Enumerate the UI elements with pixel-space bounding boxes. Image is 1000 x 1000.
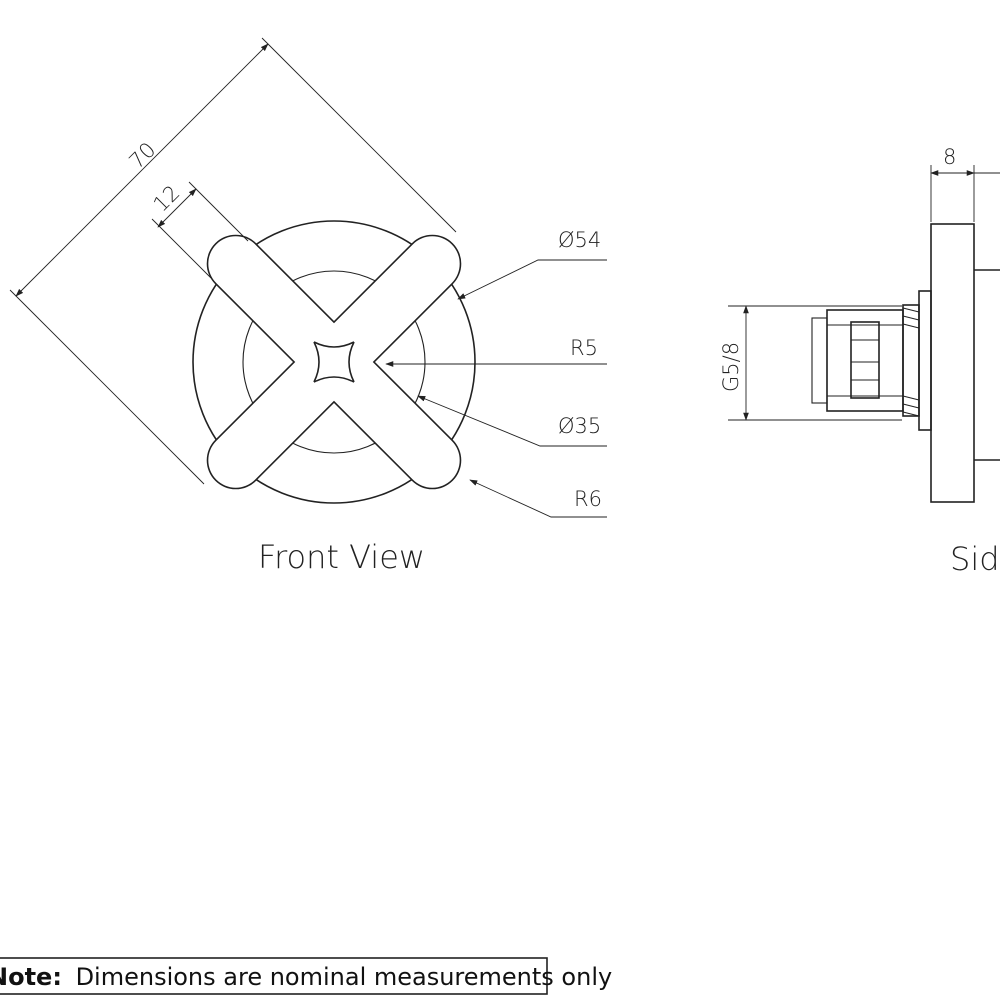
- inner-rosette-circle: [242, 270, 426, 454]
- svg-text:Note: Dimensions are nom: Note: Dimensions are nominal measurement…: [0, 963, 612, 991]
- dimension-thread: G5/8: [719, 305, 902, 421]
- outer-rosette-circle: [192, 220, 476, 504]
- note-label: Note:: [0, 963, 62, 991]
- dimension-8: 8: [930, 145, 1000, 222]
- note-box: Note: Dimensions are nominal measurement…: [0, 957, 612, 995]
- cross-handle: [206, 234, 462, 490]
- thread-section: [902, 304, 920, 417]
- front-view-title: Front View: [258, 538, 425, 576]
- dimension-12-label: 12: [149, 181, 185, 217]
- front-view: 70 12 Ø54 R5 Ø35 R6 Front View: [9, 37, 607, 576]
- leader-inner-radius: R5: [385, 336, 607, 367]
- dimension-8-label: 8: [943, 145, 956, 169]
- note-text: Dimensions are nominal measurements only: [76, 963, 613, 991]
- side-view: 8 G5/8 Side: [719, 145, 1000, 578]
- inner-diameter-label: Ø35: [558, 414, 601, 438]
- leader-outer-diameter: Ø54: [457, 228, 607, 300]
- thread-label: G5/8: [719, 342, 743, 392]
- spindle: [811, 309, 904, 412]
- side-view-title: Side: [950, 540, 1000, 578]
- tip-radius-label: R6: [574, 487, 602, 511]
- leader-tip-radius: R6: [469, 479, 607, 518]
- outer-diameter-label: Ø54: [558, 228, 601, 252]
- inner-radius-label: R5: [570, 336, 598, 360]
- dimension-70-label: 70: [125, 138, 161, 174]
- flange: [930, 223, 975, 503]
- leader-inner-diameter: Ø35: [417, 395, 607, 447]
